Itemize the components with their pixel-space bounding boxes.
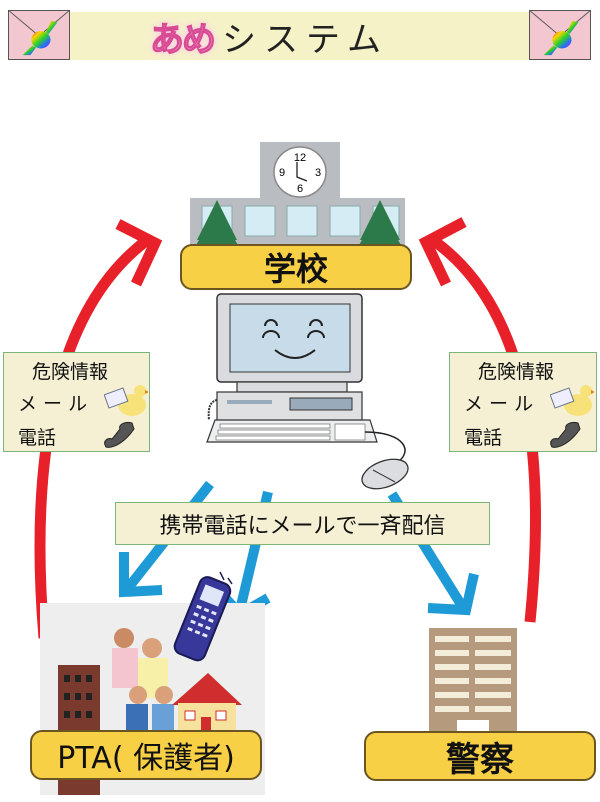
tree-icon bbox=[193, 200, 241, 250]
red-arrowhead-right bbox=[418, 217, 467, 287]
tree-icon bbox=[356, 200, 404, 250]
title-rest: システム bbox=[222, 19, 389, 60]
clock-icon: 12 3 6 9 bbox=[273, 146, 327, 198]
pta-label: PTA( 保護者) bbox=[30, 730, 262, 780]
school-label: 学校 bbox=[180, 244, 412, 290]
duck-mail-icon bbox=[550, 385, 594, 416]
people bbox=[112, 628, 174, 744]
candy-envelope-icon bbox=[8, 10, 70, 60]
candy-envelope-icon bbox=[529, 10, 591, 60]
blue-arrow-3-head bbox=[427, 572, 479, 616]
title-highlight: あめ bbox=[149, 19, 216, 60]
telephone-handset-icon bbox=[550, 422, 581, 448]
info-title: 危険情報 bbox=[32, 361, 109, 383]
police-label: 警察 bbox=[364, 731, 596, 781]
mouse-icon bbox=[361, 458, 409, 490]
header-banner bbox=[64, 12, 534, 60]
telephone-handset-icon bbox=[104, 422, 135, 448]
broadcast-label: 携帯電話にメールで一斉配信 bbox=[115, 502, 490, 545]
clock-6: 6 bbox=[297, 183, 303, 195]
duck-mail-icon bbox=[104, 385, 148, 416]
info-phone: 電話 bbox=[18, 427, 57, 449]
info-phone: 電話 bbox=[464, 427, 503, 449]
info-mail: メ ー ル bbox=[464, 393, 534, 415]
clock-9: 9 bbox=[279, 167, 285, 179]
danger-info-box-right: 危険情報 メ ー ル 電話 bbox=[449, 352, 597, 452]
red-arrowhead-left bbox=[115, 219, 163, 287]
school-building-icon: 12 3 6 9 bbox=[190, 142, 405, 258]
smiling-computer-icon bbox=[206, 293, 409, 490]
danger-info-box-left: 危険情報 メ ー ル 電話 bbox=[3, 352, 150, 452]
info-title: 危険情報 bbox=[478, 361, 555, 383]
page-title: あめ システム bbox=[149, 14, 389, 60]
info-mail: メ ー ル bbox=[18, 393, 88, 415]
blue-arrow-1-head bbox=[119, 552, 163, 598]
police-building-icon bbox=[429, 628, 517, 733]
clock-12: 12 bbox=[294, 152, 306, 164]
cell-phone-icon bbox=[173, 571, 233, 662]
clock-3: 3 bbox=[315, 167, 321, 179]
